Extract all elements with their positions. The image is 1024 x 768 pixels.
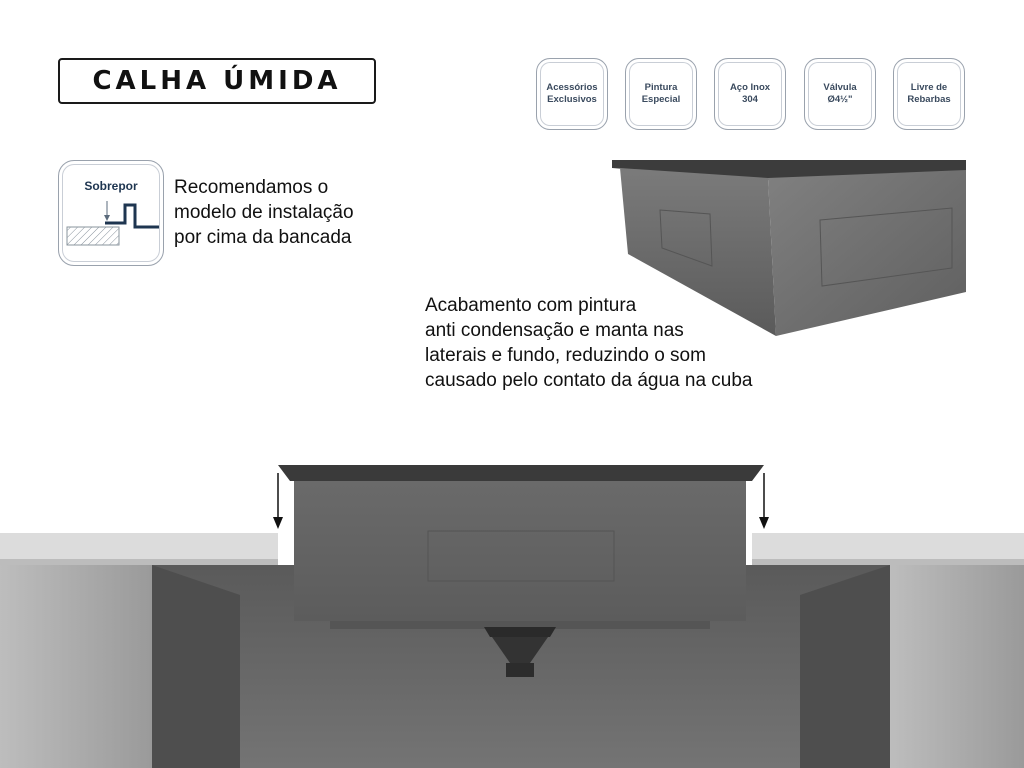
- installation-scene-image: [0, 465, 1024, 768]
- finish-line: causado pelo contato da água na cuba: [425, 370, 753, 391]
- badge-label: Livre de Rebarbas: [907, 82, 951, 105]
- installation-card: Sobrepor: [58, 160, 164, 266]
- overmount-install-icon: [66, 201, 159, 246]
- badge-label: Pintura Especial: [641, 82, 681, 105]
- badge-pintura: Pintura Especial: [625, 58, 697, 130]
- finish-line: anti condensação e manta nas: [425, 320, 684, 341]
- finish-description: Acabamento com pintura anti condensação …: [425, 293, 845, 393]
- badge-valvula: Válvula Ø4½": [804, 58, 876, 130]
- title-box: CALHA ÚMIDA: [58, 58, 376, 104]
- badge-label: Válvula Ø4½": [823, 82, 857, 105]
- installation-line: por cima da bancada: [174, 227, 352, 248]
- sink-perspective-image: [612, 160, 966, 336]
- badge-label: Aço Inox 304: [729, 82, 771, 105]
- badge-label: Acessórios Exclusivos: [546, 82, 598, 105]
- installation-line: modelo de instalação: [174, 202, 354, 223]
- page-title: CALHA ÚMIDA: [92, 66, 342, 96]
- badge-rebarbas: Livre de Rebarbas: [893, 58, 965, 130]
- badge-acessorios: Acessórios Exclusivos: [536, 58, 608, 130]
- finish-line: Acabamento com pintura: [425, 295, 637, 316]
- installation-line: Recomendamos o: [174, 177, 329, 198]
- finish-line: laterais e fundo, reduzindo o som: [425, 345, 706, 366]
- installation-description: Recomendamos o modelo de instalação por …: [174, 175, 404, 250]
- badge-aco-inox: Aço Inox 304: [714, 58, 786, 130]
- installation-label: Sobrepor: [84, 179, 138, 193]
